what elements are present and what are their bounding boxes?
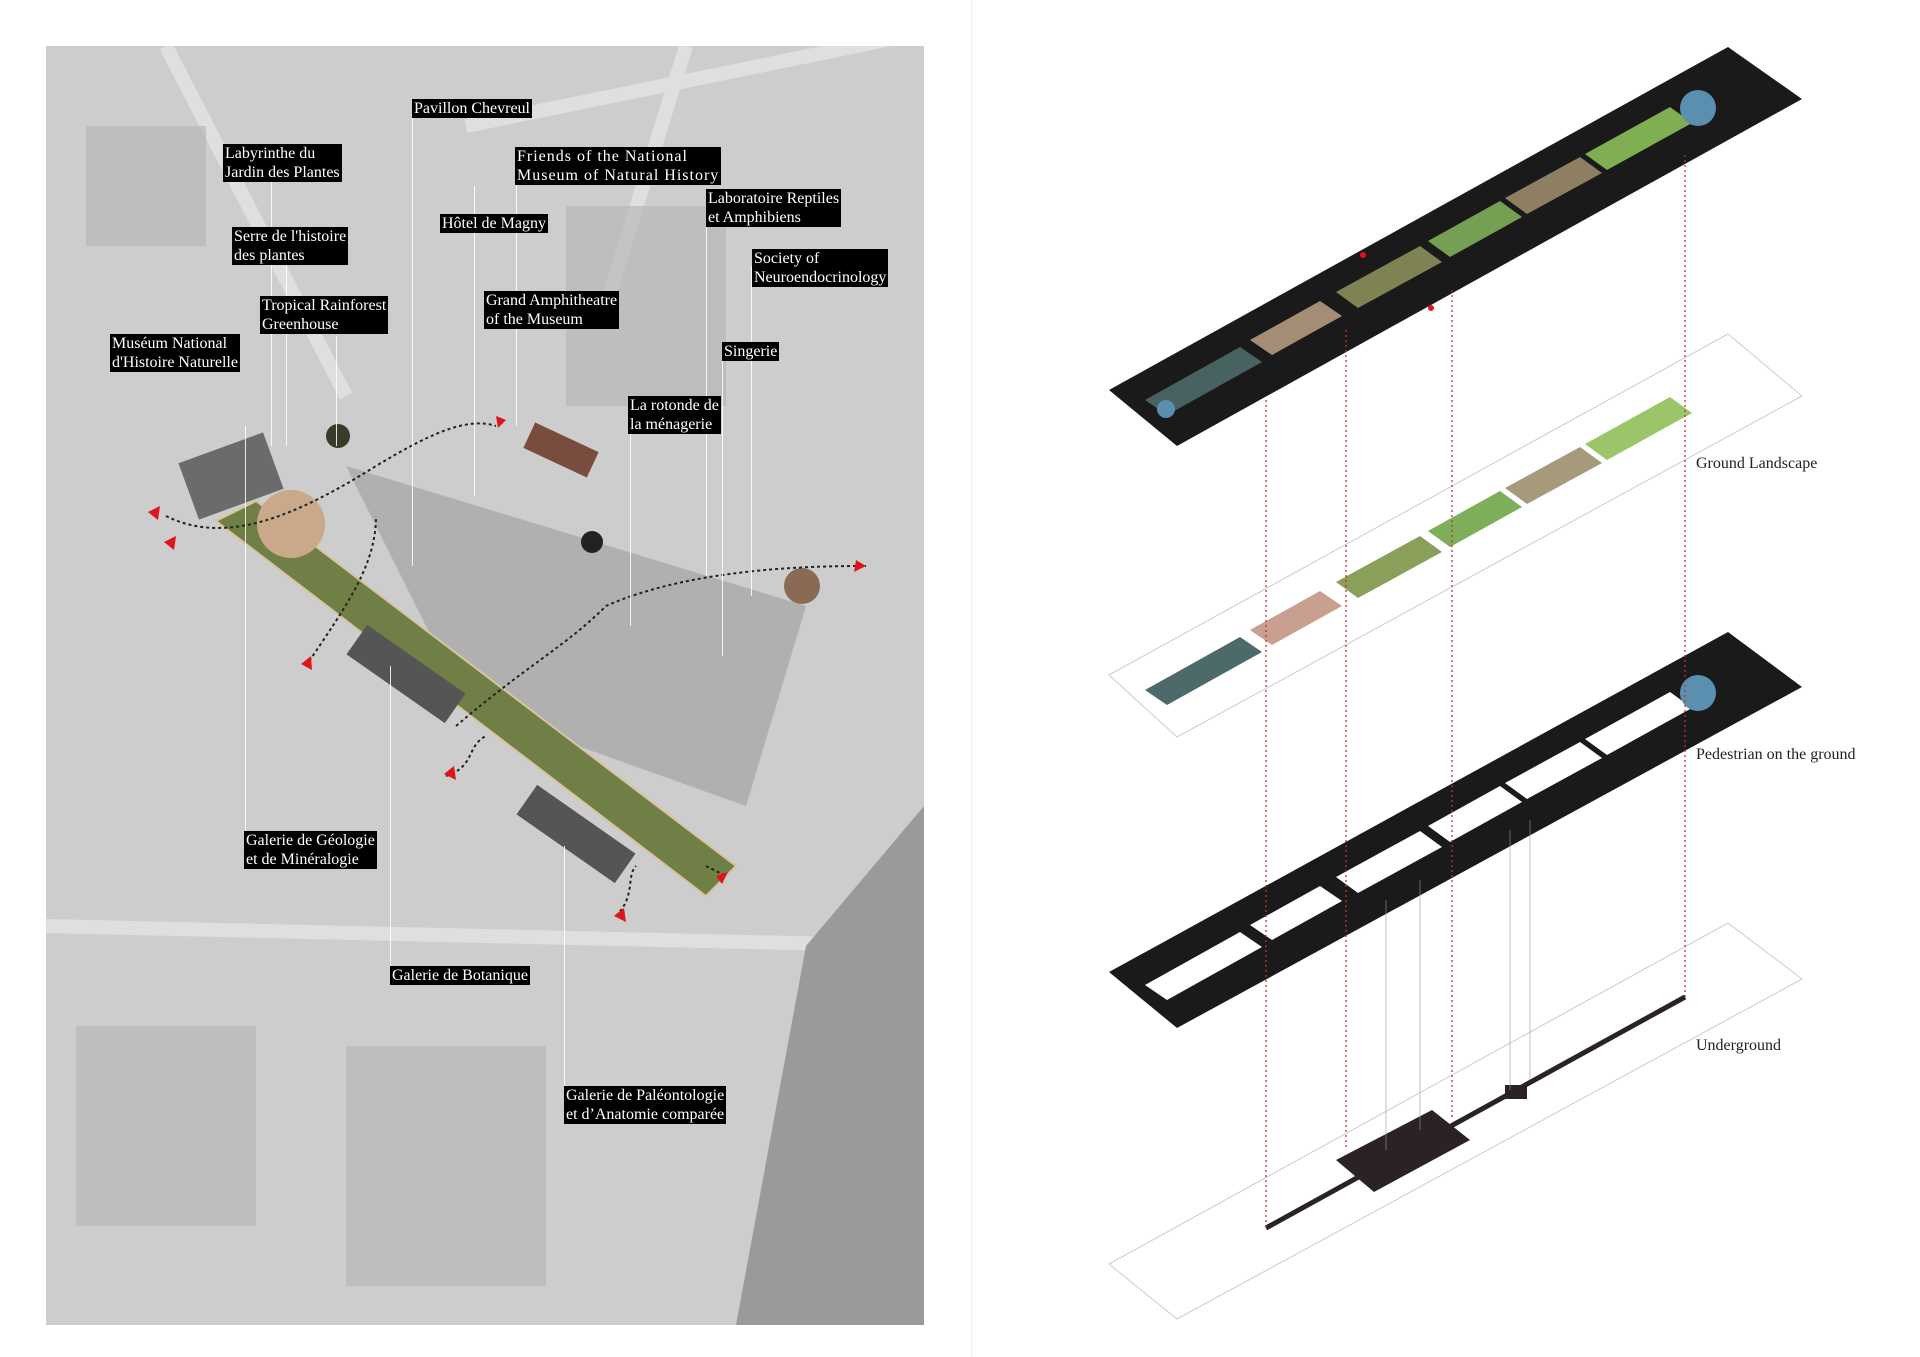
leader-line bbox=[722, 346, 723, 656]
trees-area bbox=[346, 466, 806, 806]
garden-parterre bbox=[214, 499, 738, 898]
leader-line bbox=[412, 116, 413, 566]
label-galerie-botanique: Galerie de Botanique bbox=[390, 966, 530, 985]
leader-line bbox=[390, 666, 391, 966]
label-pavillon-chevreul: Pavillon Chevreul bbox=[412, 99, 532, 118]
layer-label-underground: Underground bbox=[1696, 1037, 1782, 1054]
entrance-markers bbox=[148, 416, 866, 922]
leader-line bbox=[630, 426, 631, 626]
leader-line bbox=[245, 426, 246, 846]
layer-ground-landscape bbox=[1108, 333, 1803, 738]
layer-label-pedestrian: Pedestrian on the ground bbox=[1696, 746, 1856, 763]
layer-label-ground-landscape: Ground Landscape bbox=[1696, 455, 1818, 472]
seine-river bbox=[736, 806, 924, 1325]
rotunda bbox=[257, 490, 325, 558]
leader-line bbox=[474, 186, 475, 496]
connector-lines bbox=[1265, 155, 1686, 1228]
leader-line bbox=[286, 266, 287, 446]
leader-line bbox=[336, 336, 337, 446]
layer-top-slab bbox=[1109, 47, 1802, 446]
layer-pedestrian bbox=[1109, 632, 1802, 1028]
leader-line bbox=[751, 266, 752, 596]
leader-line bbox=[564, 846, 565, 1086]
grande-galerie bbox=[178, 432, 284, 520]
page-divider bbox=[971, 0, 972, 1357]
layer-underground bbox=[1108, 922, 1803, 1320]
map-graphics bbox=[46, 46, 924, 1325]
label-singerie: Singerie bbox=[722, 342, 780, 361]
thin-connectors bbox=[1385, 820, 1531, 1150]
label-hotel-magny: Hôtel de Magny bbox=[440, 214, 548, 233]
